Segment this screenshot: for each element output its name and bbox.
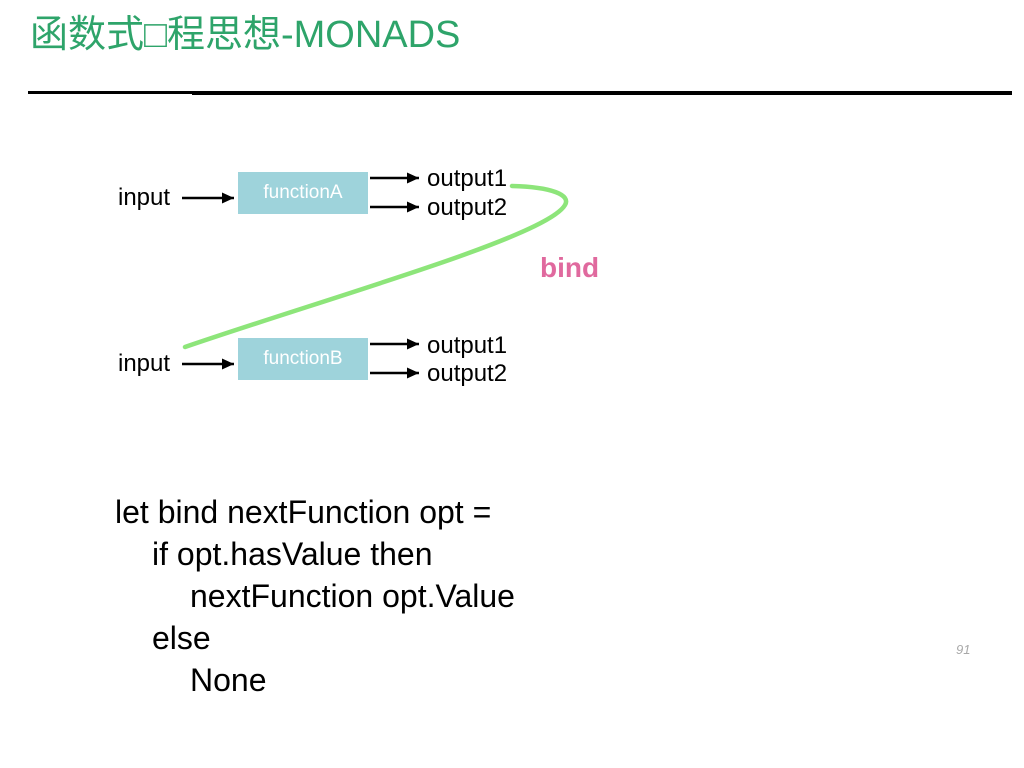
code-line: None bbox=[190, 662, 267, 698]
function-a-box: functionA bbox=[238, 172, 368, 214]
output1-label-row2: output1 bbox=[427, 332, 508, 359]
code-line: if opt.hasValue then bbox=[152, 536, 433, 572]
code-line: else bbox=[152, 620, 211, 656]
function-b-label: functionB bbox=[263, 348, 343, 369]
function-a-label: functionA bbox=[263, 182, 343, 203]
page-number: 91 bbox=[956, 642, 971, 657]
function-b-box: functionB bbox=[238, 338, 368, 380]
input-label-row2: input bbox=[118, 350, 171, 377]
output1-label-row1: output1 bbox=[427, 165, 508, 192]
input-label-row1: input bbox=[118, 184, 171, 211]
title-underline-left bbox=[28, 91, 192, 94]
code-block: let bind nextFunction opt = if opt.hasVa… bbox=[115, 491, 515, 701]
output2-label-row1: output2 bbox=[427, 194, 508, 221]
output2-label-row2: output2 bbox=[427, 360, 508, 387]
bind-label: bind bbox=[540, 252, 600, 283]
code-line: let bind nextFunction opt = bbox=[115, 494, 492, 530]
code-line: nextFunction opt.Value bbox=[190, 578, 515, 614]
title-underline-right bbox=[192, 91, 1012, 95]
slide-title: 函数式□程思想-MONADS bbox=[30, 14, 461, 56]
